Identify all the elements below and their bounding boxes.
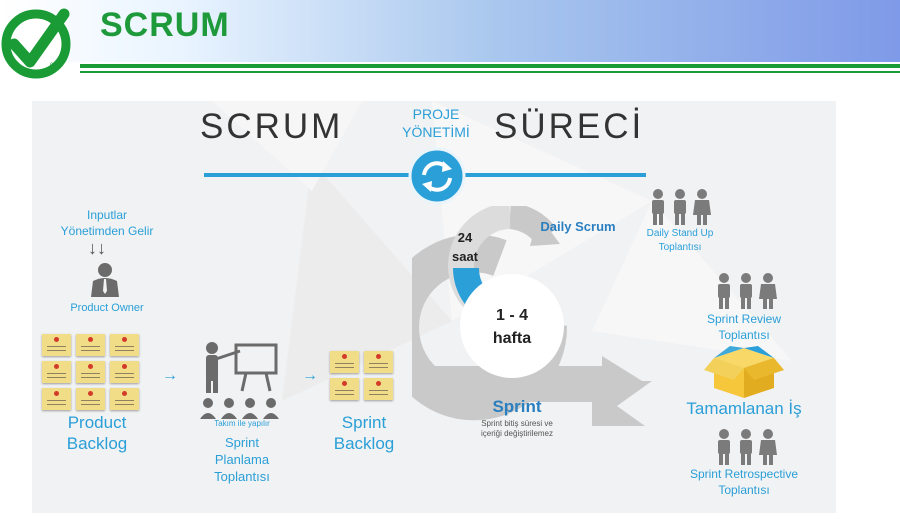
- review-line2: Toplantısı: [718, 328, 770, 342]
- hours-unit: saat: [451, 249, 479, 264]
- checkmark-logo: 01: [0, 0, 78, 100]
- logo-text: 01: [50, 63, 57, 69]
- weeks-value: 1 - 4: [495, 307, 528, 324]
- planning-line1: Sprint: [225, 435, 259, 450]
- planning-caption: Takım ile yapılır: [214, 419, 270, 428]
- sprint-note-line2: içeriği değiştirilemez: [480, 429, 554, 438]
- sprint-backlog-line2: Backlog: [333, 434, 395, 453]
- team-icon: [718, 273, 777, 309]
- retro-line1: Sprint Retrospective: [689, 467, 799, 481]
- banner-right-text: SÜRECİ: [494, 107, 645, 146]
- banner-left-text: SCRUM: [200, 107, 344, 146]
- product-owner-label: Product Owner: [70, 302, 144, 314]
- planning-line3: Toplantısı: [214, 469, 270, 484]
- scrum-diagram: SCRUM PROJE YÖNETİMİ SÜRECİ Inputlar Yön…: [32, 101, 836, 513]
- sprint-label: Sprint: [492, 397, 542, 416]
- standup-line2: Toplantısı: [658, 242, 702, 253]
- hours-value: 24: [457, 230, 473, 245]
- done-label: Tamamlanan İş: [686, 399, 802, 418]
- header-divider-thin: [80, 71, 900, 73]
- header-divider: [80, 64, 900, 68]
- arrow-right-icon: →: [302, 367, 318, 384]
- team-icon: [718, 429, 777, 465]
- team-icon: [652, 189, 711, 225]
- down-arrows-icon: ↓↓: [88, 238, 106, 258]
- sprint-backlog-line1: Sprint: [341, 413, 387, 432]
- product-owner-icon: [91, 263, 119, 297]
- inputs-label-line2: Yönetimden Gelir: [60, 224, 154, 238]
- refresh-icon: [408, 147, 466, 205]
- retro-line2: Toplantısı: [718, 483, 770, 497]
- presentation-team-icon: [200, 342, 279, 419]
- weeks-unit: hafta: [492, 330, 532, 347]
- banner-center-line1: PROJE: [412, 106, 460, 122]
- inputs-label-line1: Inputlar: [86, 208, 128, 222]
- sprint-note-line1: Sprint bitiş süresi ve: [481, 419, 553, 428]
- banner-center-line2: YÖNETİMİ: [402, 124, 470, 140]
- arrow-right-icon: →: [162, 367, 178, 384]
- planning-line2: Planlama: [214, 452, 270, 467]
- standup-line1: Daily Stand Up: [646, 228, 714, 239]
- daily-scrum-label: Daily Scrum: [540, 219, 616, 234]
- review-line1: Sprint Review: [706, 312, 782, 326]
- header-bar: [0, 0, 900, 62]
- box-icon: [704, 346, 784, 398]
- product-backlog-line2: Backlog: [66, 434, 128, 453]
- sprint-cycle-graphic: [412, 206, 652, 426]
- page-title: SCRUM: [100, 6, 230, 44]
- product-backlog-line1: Product: [67, 413, 127, 432]
